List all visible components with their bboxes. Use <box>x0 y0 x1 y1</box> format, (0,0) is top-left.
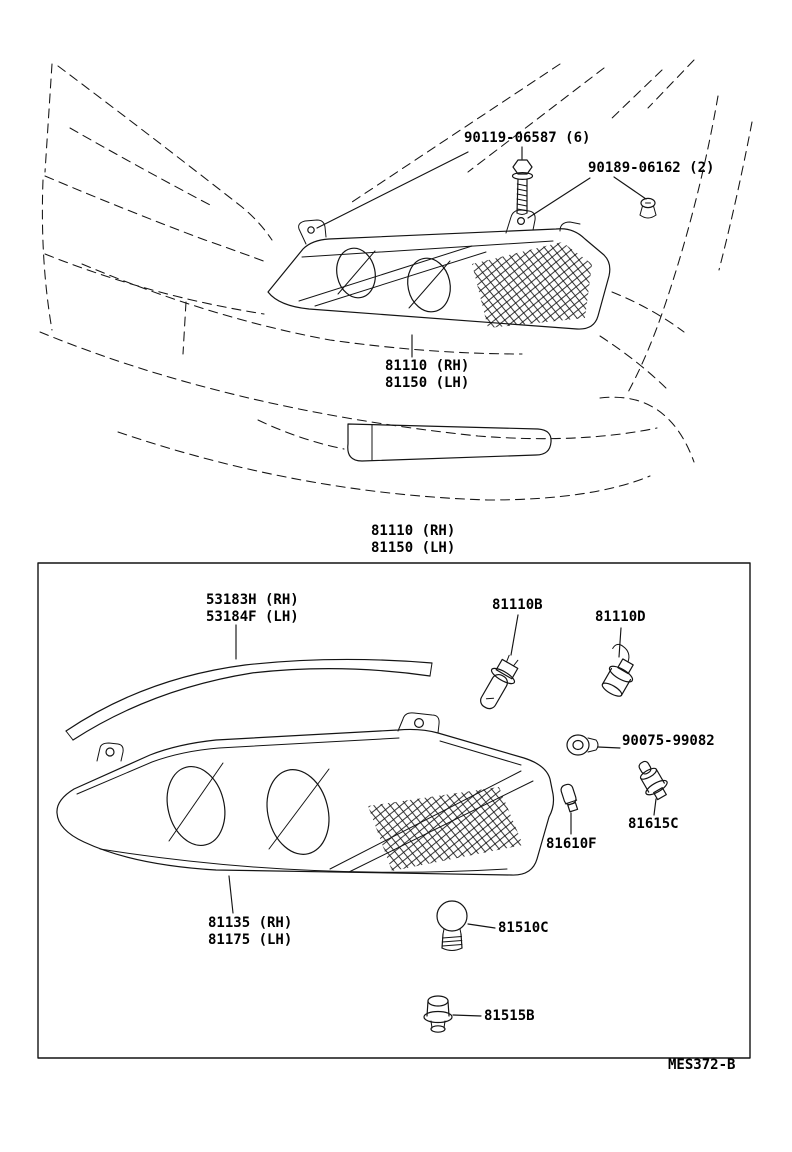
bulb-81510c-drawing <box>436 900 496 951</box>
label-assembly-lh: 81150 (LH) <box>385 375 470 391</box>
label-unit-lh: 81175 (LH) <box>208 932 293 948</box>
label-unit-rh: 81135 (RH) <box>208 915 293 931</box>
label-part-unit: 81135 (RH) 81175 (LH) <box>208 915 292 949</box>
socket-81515b-drawing <box>423 995 482 1033</box>
label-part-90189-06162: 90189-06162 (2) <box>588 160 715 176</box>
label-part-81510c: 81510C <box>498 920 549 936</box>
bulb-81110b-drawing <box>480 614 519 710</box>
label-trim-lh: 53184F (LH) <box>206 609 299 625</box>
socket-81615c-drawing <box>638 760 668 816</box>
top-leader-lines <box>316 146 647 358</box>
label-part-81610f: 81610F <box>546 836 597 852</box>
label-part-81110d: 81110D <box>595 609 646 625</box>
socket-81110d-drawing <box>601 627 634 697</box>
headlamp-unit-drawing <box>56 712 555 914</box>
label-assembly-81110: 81110 (RH) 81150 (LH) <box>385 358 469 392</box>
label-trim-rh: 53183H (RH) <box>206 592 299 608</box>
label-part-81615c: 81615C <box>628 816 679 832</box>
label-part-81515b: 81515B <box>484 1008 535 1024</box>
detail-frame <box>37 562 751 1059</box>
label-part-90075-99082: 90075-99082 <box>622 733 715 749</box>
trim-strip-drawing <box>65 624 433 741</box>
label-part-90119-06587: 90119-06587 (6) <box>464 130 591 146</box>
label-detail-title: 81110 (RH) 81150 (LH) <box>371 523 455 557</box>
label-detail-title-lh: 81150 (LH) <box>371 540 456 556</box>
car-outline-sketch <box>39 59 753 501</box>
label-detail-title-rh: 81110 (RH) <box>371 523 456 539</box>
headlamp-assembly-drawing <box>267 209 611 330</box>
bulb-81610f-drawing <box>560 783 579 835</box>
label-part-81110b: 81110B <box>492 597 543 613</box>
grommet-drawing <box>566 734 621 756</box>
label-assembly-rh: 81110 (RH) <box>385 358 470 374</box>
label-part-trim: 53183H (RH) 53184F (LH) <box>206 592 299 626</box>
bolt-drawing <box>511 159 534 215</box>
figure-code: MES372-B <box>668 1057 736 1073</box>
clip-drawing <box>639 197 657 219</box>
